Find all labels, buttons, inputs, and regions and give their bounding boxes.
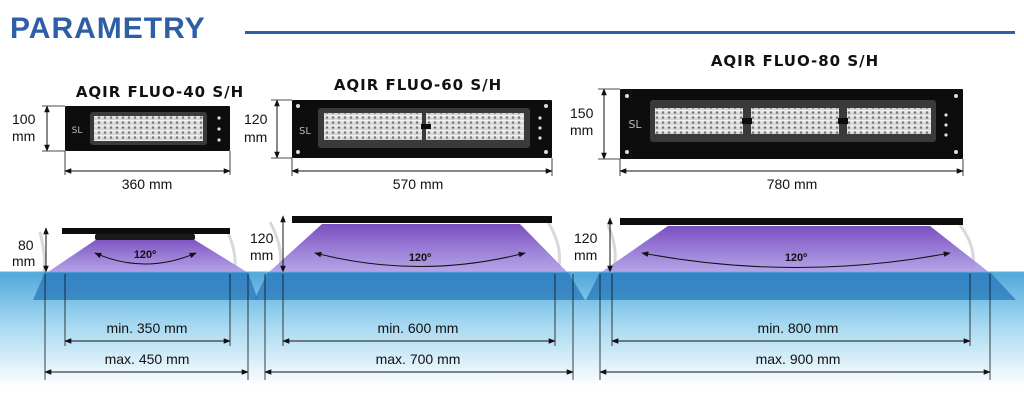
length-value: 780 mm bbox=[767, 176, 818, 192]
model-fluo-40: AQIR FLUO-40 S/H SL 100 mm 360 mm bbox=[12, 83, 258, 300]
length-dimension: 360 mm bbox=[64, 151, 231, 192]
min-spread: min. 350 mm bbox=[107, 320, 188, 336]
height-value: 120 bbox=[244, 111, 268, 127]
height-value: 100 bbox=[12, 111, 36, 127]
fixture-front-view: SL bbox=[620, 89, 963, 159]
angle-arc bbox=[641, 251, 951, 268]
mount-height-dimension: 80 mm bbox=[12, 227, 49, 273]
height-dimension: 100 mm bbox=[12, 105, 65, 152]
mount-screw-icon bbox=[625, 94, 629, 98]
model-fluo-80: AQIR FLUO-80 S/H SL 150 mm bbox=[570, 52, 1016, 300]
angle-arc bbox=[314, 251, 526, 267]
logo-icon: SL bbox=[72, 126, 83, 136]
spread-dimensions-fluo-60: min. 600 mm max. 700 mm bbox=[264, 274, 574, 380]
length-dimension: 780 mm bbox=[619, 159, 964, 192]
length-value: 360 mm bbox=[122, 176, 173, 192]
mount-unit: mm bbox=[574, 247, 597, 263]
fixture-front-view: SL bbox=[292, 100, 552, 158]
mount-height-dimension: 120 mm bbox=[250, 215, 286, 273]
max-spread: max. 900 mm bbox=[756, 351, 841, 367]
mount-height-dimension: 120 mm bbox=[574, 217, 613, 273]
svg-text:SL: SL bbox=[72, 126, 83, 136]
mount-screw-icon bbox=[217, 116, 221, 120]
led-module-icon bbox=[94, 116, 203, 141]
mount-unit: mm bbox=[250, 247, 273, 263]
mount-value: 120 bbox=[574, 230, 598, 246]
model-name: AQIR FLUO-40 S/H bbox=[76, 83, 244, 101]
beam-angle: 120º bbox=[785, 252, 807, 264]
led-module-icon bbox=[426, 113, 524, 140]
page-title: PARAMETRY bbox=[10, 12, 206, 45]
mount-screw-icon bbox=[954, 150, 958, 154]
min-spread: min. 800 mm bbox=[758, 320, 839, 336]
logo-icon: SL bbox=[299, 126, 311, 137]
mount-screw-icon bbox=[217, 138, 221, 142]
svg-text:SL: SL bbox=[628, 118, 642, 131]
mount-unit: mm bbox=[12, 253, 35, 269]
light-beam bbox=[268, 224, 568, 273]
angle-arc bbox=[94, 252, 197, 265]
min-spread: min. 600 mm bbox=[378, 320, 459, 336]
fixture-front-view: SL bbox=[65, 106, 230, 151]
height-dimension: 120 mm bbox=[244, 99, 292, 159]
length-dimension: 570 mm bbox=[291, 158, 553, 192]
model-name: AQIR FLUO-60 S/H bbox=[334, 76, 502, 94]
light-beam bbox=[600, 226, 990, 273]
mount-screw-icon bbox=[544, 104, 548, 108]
mount-screw-icon bbox=[625, 150, 629, 154]
water-surface bbox=[0, 271, 1024, 387]
led-module-icon bbox=[751, 108, 839, 134]
mount-screw-icon bbox=[954, 94, 958, 98]
height-unit: mm bbox=[244, 129, 267, 145]
max-spread: max. 700 mm bbox=[376, 351, 461, 367]
spread-dimensions-fluo-80: min. 800 mm max. 900 mm bbox=[599, 274, 991, 380]
fixture-side-profile bbox=[620, 218, 963, 225]
mount-value: 80 bbox=[18, 237, 34, 253]
spread-dimensions-fluo-40: min. 350 mm max. 450 mm bbox=[44, 274, 249, 380]
max-spread: max. 450 mm bbox=[105, 351, 190, 367]
mount-screw-icon bbox=[217, 127, 221, 131]
model-name: AQIR FLUO-80 S/H bbox=[711, 52, 879, 70]
led-module-icon bbox=[847, 108, 931, 134]
mount-screw-icon bbox=[296, 150, 300, 154]
mount-value: 120 bbox=[250, 230, 274, 246]
led-module-icon bbox=[324, 113, 422, 140]
fixture-side-profile bbox=[292, 216, 552, 223]
height-unit: mm bbox=[570, 122, 593, 138]
svg-text:SL: SL bbox=[299, 126, 311, 137]
logo-icon: SL bbox=[628, 118, 642, 131]
beam-angle: 120º bbox=[409, 252, 431, 264]
height-value: 150 bbox=[570, 105, 594, 121]
model-fluo-60: AQIR FLUO-60 S/H SL 120 mm bbox=[244, 76, 585, 300]
title-divider bbox=[245, 31, 1015, 34]
beam-angle: 120º bbox=[134, 249, 156, 261]
led-module-icon bbox=[655, 108, 743, 134]
mount-screw-icon bbox=[296, 104, 300, 108]
height-dimension: 150 mm bbox=[570, 88, 620, 160]
length-value: 570 mm bbox=[393, 176, 444, 192]
fixture-side-profile bbox=[62, 228, 230, 234]
height-unit: mm bbox=[12, 128, 35, 144]
mount-screw-icon bbox=[544, 150, 548, 154]
